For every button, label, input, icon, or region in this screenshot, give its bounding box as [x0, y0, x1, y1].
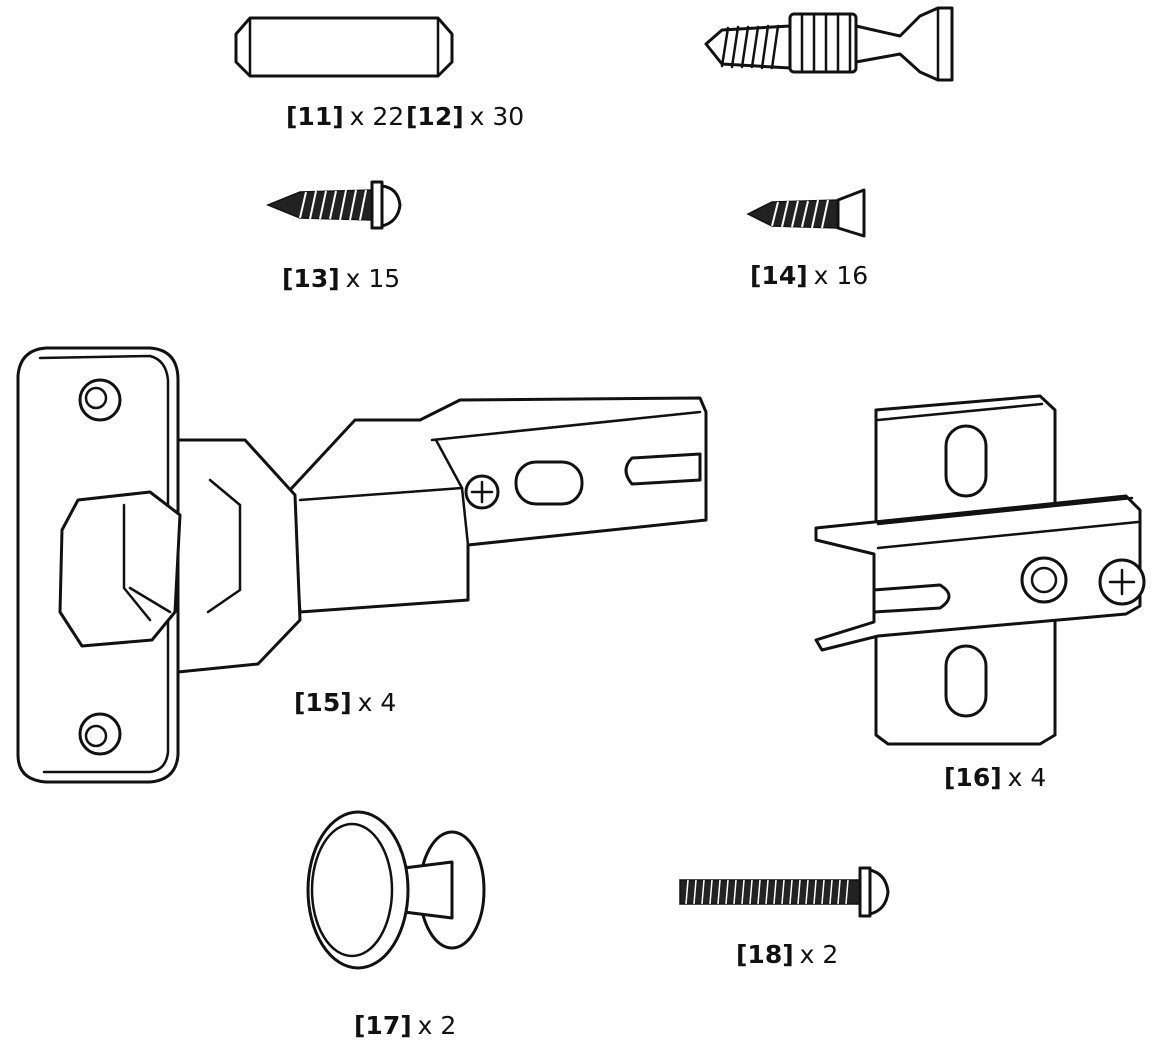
- part-id: [11]: [286, 102, 344, 131]
- part-id: [14]: [750, 261, 808, 290]
- part-qty: x 22: [350, 102, 405, 131]
- part-label-11: [11]x 22: [286, 104, 404, 129]
- part-qty: x 30: [470, 102, 525, 131]
- part-id: [13]: [282, 264, 340, 293]
- part-label-15: [15]x 4: [294, 690, 396, 715]
- part-label-14: [14]x 16: [750, 263, 868, 288]
- part-label-17: [17]x 2: [354, 1013, 456, 1038]
- part-id: [18]: [736, 940, 794, 969]
- part-qty: x 15: [346, 264, 401, 293]
- part-label-13: [13]x 15: [282, 266, 400, 291]
- machine-screw-icon: [680, 868, 888, 916]
- part-label-16: [16]x 4: [944, 765, 1046, 790]
- flat-head-screw-icon: [748, 190, 864, 236]
- part-id: [12]: [406, 102, 464, 131]
- part-qty: x 2: [800, 940, 839, 969]
- part-qty: x 2: [418, 1011, 457, 1040]
- part-qty: x 4: [358, 688, 397, 717]
- part-label-18: [18]x 2: [736, 942, 838, 967]
- part-qty: x 4: [1008, 763, 1047, 792]
- part-id: [15]: [294, 688, 352, 717]
- part-id: [17]: [354, 1011, 412, 1040]
- part-id: [16]: [944, 763, 1002, 792]
- part-label-12: [12]x 30: [406, 104, 524, 129]
- dowel-icon: [236, 18, 452, 76]
- knob-icon: [308, 812, 484, 968]
- part-qty: x 16: [814, 261, 869, 290]
- pan-head-screw-icon: [268, 182, 400, 228]
- mounting-plate-icon: [816, 396, 1144, 744]
- cam-bolt-icon: [706, 8, 952, 80]
